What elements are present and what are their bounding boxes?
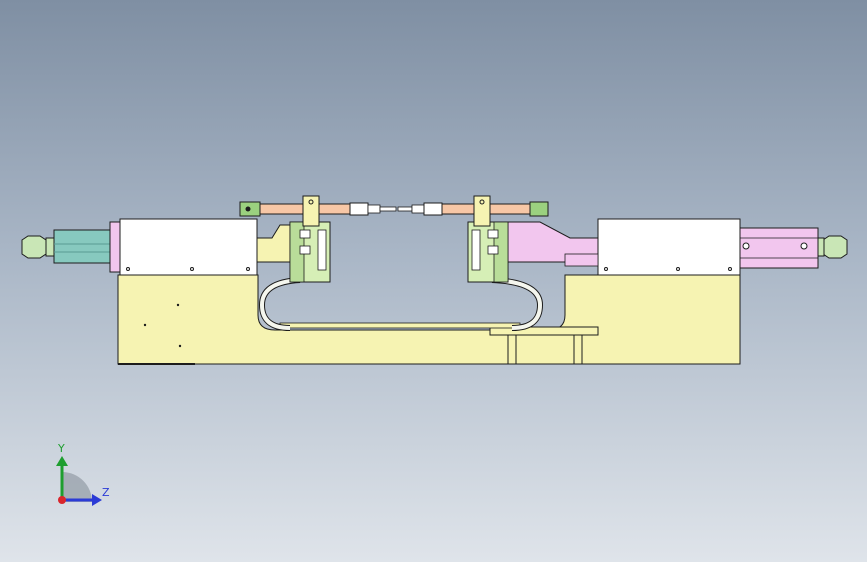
slot bbox=[487, 229, 499, 239]
right-nut bbox=[411, 204, 425, 214]
z-axis-label: Z bbox=[102, 486, 110, 499]
left-coupler[interactable] bbox=[349, 202, 369, 216]
left-motor-flange bbox=[109, 221, 121, 273]
left-actuator-housing[interactable] bbox=[119, 218, 258, 276]
left-fitting-collar bbox=[45, 237, 55, 257]
triad-origin bbox=[58, 496, 66, 504]
z-axis-arrow bbox=[92, 494, 102, 506]
base-mark bbox=[178, 344, 182, 348]
port bbox=[742, 242, 750, 250]
y-axis-arrow bbox=[56, 456, 68, 466]
slot bbox=[317, 229, 327, 271]
right-rod-endcap[interactable] bbox=[529, 201, 549, 217]
left-pin bbox=[379, 206, 397, 212]
screw bbox=[246, 267, 250, 271]
cable-right-fill bbox=[491, 278, 543, 330]
screw bbox=[728, 267, 732, 271]
screw bbox=[126, 267, 130, 271]
center-support-leg[interactable] bbox=[507, 334, 517, 365]
left-nut bbox=[367, 204, 381, 214]
left-rod-clamp[interactable] bbox=[302, 195, 320, 227]
slot bbox=[299, 229, 311, 239]
right-fitting-collar bbox=[817, 237, 825, 257]
right-rod-clamp[interactable] bbox=[473, 195, 491, 227]
endcap-hole bbox=[245, 206, 251, 212]
clamp-bolt bbox=[479, 199, 485, 205]
base-mark bbox=[143, 323, 147, 327]
y-axis-label: Y bbox=[58, 442, 65, 455]
slot bbox=[299, 245, 311, 255]
base-plate[interactable] bbox=[117, 274, 741, 365]
right-coupler[interactable] bbox=[423, 202, 443, 216]
left-end-fitting[interactable] bbox=[21, 235, 47, 259]
center-support-top[interactable] bbox=[489, 326, 599, 336]
slot bbox=[471, 229, 481, 271]
right-slide-carriage bbox=[564, 253, 599, 267]
port bbox=[800, 242, 808, 250]
screw bbox=[676, 267, 680, 271]
coordinate-triad-icon bbox=[56, 456, 102, 506]
base-mark bbox=[176, 303, 180, 307]
screw bbox=[604, 267, 608, 271]
channel-rail bbox=[279, 322, 521, 329]
screw bbox=[190, 267, 194, 271]
clamp-bolt bbox=[308, 199, 314, 205]
right-actuator-housing[interactable] bbox=[597, 218, 741, 276]
triad-plane bbox=[62, 472, 92, 502]
left-motor[interactable] bbox=[53, 229, 111, 264]
right-pin bbox=[397, 206, 413, 212]
cable-left-fill bbox=[259, 278, 301, 330]
center-support-leg[interactable] bbox=[573, 334, 583, 365]
slot bbox=[487, 245, 499, 255]
left-adapter-bracket[interactable] bbox=[256, 224, 293, 263]
right-end-fitting[interactable] bbox=[822, 235, 848, 259]
